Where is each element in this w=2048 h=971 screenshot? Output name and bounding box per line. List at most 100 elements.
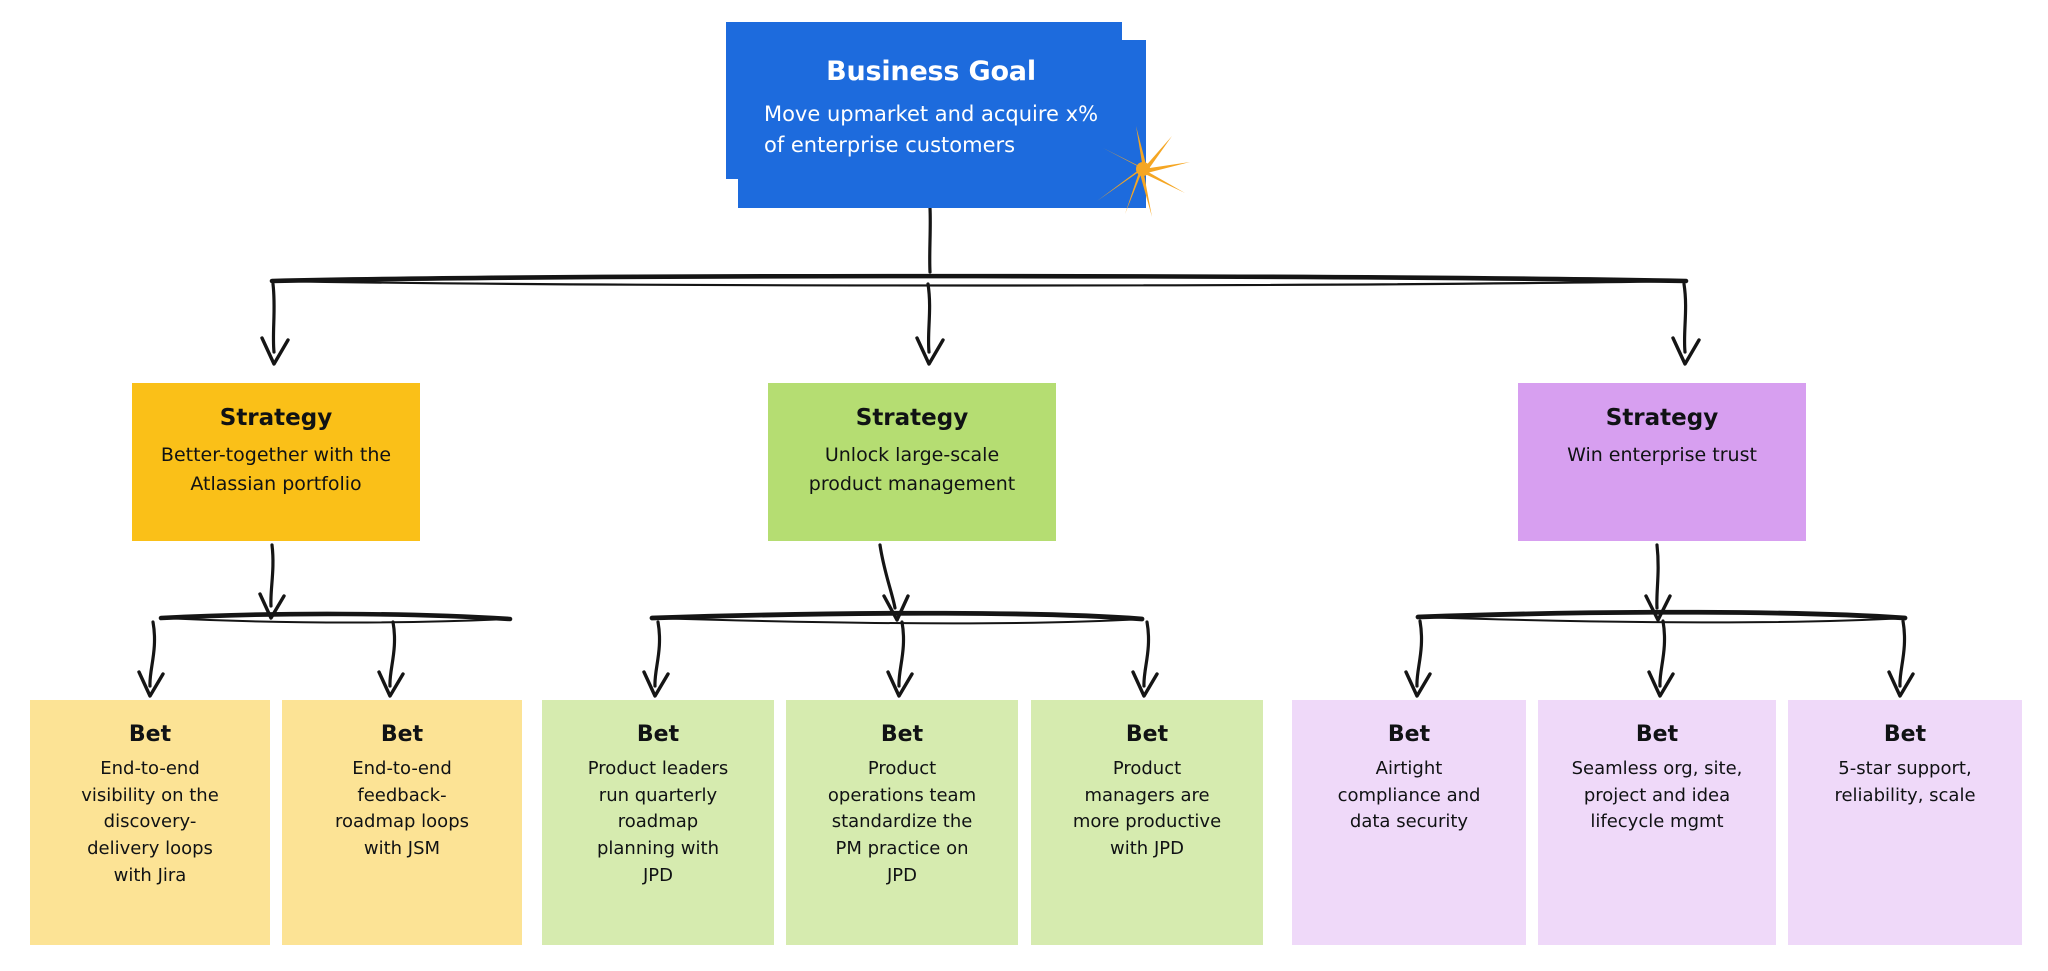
bet-card-4-description-line-3: standardize the (831, 811, 973, 833)
bet-card-4-description-line-5: JPD (886, 864, 918, 886)
bet-card-2-description-line-1: End-to-end (352, 758, 452, 779)
arrowhead-bet-2 (377, 670, 405, 698)
bet-card-8[interactable]: Bet 5-star support, reliability, scale (1788, 700, 2022, 945)
bet-card-3-description-line-3: roadmap (617, 811, 699, 833)
bet-card-1-title: Bet (128, 722, 172, 747)
arrowhead-strategy-1-stem (258, 592, 286, 620)
connector-to-bet-1 (148, 620, 157, 688)
bet-card-8-title: Bet (1883, 722, 1927, 747)
business-goal-description-line-1: Move upmarket and acquire x% (763, 102, 1099, 127)
strategy-card-2-description-line-1: Unlock large-scale (824, 444, 1000, 466)
connector-strategy-1-stem (269, 543, 275, 608)
connector-to-bet-7 (1658, 619, 1667, 688)
bet-card-8-description-line-1: 5-star support, (1838, 758, 1972, 779)
connector-trunk-level1-b (270, 279, 1688, 287)
arrowhead-bet-3 (642, 670, 670, 698)
connector-trunk-group-1 (158, 611, 513, 622)
bet-card-4-description-line-4: PM practice on (835, 837, 969, 859)
strategy-card-1-title: Strategy (219, 405, 333, 431)
business-goal-description: Move upmarket and acquire x% of enterpri… (764, 99, 1098, 160)
bet-card-5-description: Product managers are more productive with J… (1073, 756, 1221, 863)
strategy-card-1-description-line-1: Better-together with the (160, 444, 392, 466)
arrowhead-bet-1 (137, 670, 165, 698)
connector-to-bet-8 (1898, 619, 1907, 688)
bet-card-6-description-line-1: Airtight (1375, 758, 1443, 779)
bet-card-2-description-line-4: with JSM (363, 837, 441, 859)
bet-card-4-description-line-2: operations team (827, 784, 977, 806)
strategy-card-2-description-line-2: product management (808, 472, 1016, 495)
bet-card-3-description-line-1: Product leaders (587, 758, 729, 779)
business-goal-card[interactable]: Business Goal Move upmarket and acquire … (726, 22, 1146, 208)
connector-to-bet-5 (1142, 620, 1151, 688)
strategy-card-1[interactable]: Strategy Better-together with the Atlass… (132, 383, 420, 541)
business-goal-title: Business Goal (826, 56, 1036, 88)
arrowhead-strategy-1 (260, 336, 290, 366)
strategy-card-3-description: Win enterprise trust (1567, 441, 1757, 470)
bet-card-5-title: Bet (1125, 722, 1169, 747)
strategy-card-3-description-line-1: Win enterprise trust (1567, 444, 1757, 466)
bet-card-3-title: Bet (636, 722, 680, 747)
arrowhead-strategy-3-stem (1644, 594, 1672, 622)
connector-to-bet-2 (388, 620, 397, 688)
connector-to-bet-6 (1415, 619, 1424, 688)
connector-goal-stem (928, 206, 932, 274)
bet-card-1-description: End-to-end visibility on the discovery-del… (81, 756, 219, 889)
bet-card-6-title: Bet (1387, 722, 1431, 747)
strategy-card-2[interactable]: Strategy Unlock large-scale product mana… (768, 383, 1056, 541)
business-goal-content: Business Goal Move upmarket and acquire … (726, 22, 1136, 194)
bet-card-5-description-line-1: Product (1112, 758, 1182, 779)
bet-card-2-description-line-2: feedback- (357, 784, 447, 806)
bet-card-8-description: 5-star support, reliability, scale (1834, 756, 1975, 809)
connector-trunk-group-1-b (160, 617, 511, 624)
bet-card-7-description-line-3: lifecycle mgmt (1590, 811, 1724, 833)
connector-strategy-3-stem (1655, 543, 1660, 610)
bet-card-3[interactable]: Bet Product leaders run quarterly roadmap p… (542, 700, 774, 945)
bet-card-7-description-line-2: project and idea (1583, 784, 1731, 806)
strategy-card-3[interactable]: Strategy Win enterprise trust (1518, 383, 1806, 541)
strategy-card-1-description: Better-together with the Atlassian portf… (161, 441, 391, 498)
connector-to-strategy-3 (1682, 282, 1688, 354)
bet-card-2-title: Bet (380, 722, 424, 747)
sparkle-star-icon (1097, 126, 1190, 217)
bet-card-1-description-line-1: End-to-end (100, 758, 200, 779)
connector-to-bet-4 (897, 620, 906, 688)
arrowhead-bet-4 (886, 670, 914, 698)
bet-card-4-title: Bet (880, 722, 924, 747)
bet-card-1-description-line-2: visibility on the (81, 784, 219, 806)
bet-card-3-description-line-2: run quarterly (598, 784, 718, 806)
bet-card-2-description-line-3: roadmap loops (334, 811, 469, 833)
bet-card-5[interactable]: Bet Product managers are more productive wi… (1031, 700, 1263, 945)
bet-card-8-description-line-2: reliability, scale (1834, 784, 1976, 806)
bet-card-1-description-line-5: with Jira (113, 864, 187, 886)
bet-card-3-description: Product leaders run quarterly roadmap plann… (588, 756, 728, 889)
connector-trunk-group-2 (649, 610, 1145, 622)
bet-card-6-description-line-2: compliance and (1337, 784, 1481, 806)
bet-card-3-description-line-4: planning with (596, 837, 719, 859)
bet-card-1-description-line-4: delivery loops (87, 837, 213, 859)
bet-card-1-description-line-3: discovery- (103, 811, 197, 833)
connector-to-strategy-1 (271, 282, 276, 354)
bet-card-1[interactable]: Bet End-to-end visibility on the discovery… (30, 700, 270, 945)
arrowhead-bet-5 (1131, 670, 1159, 698)
bet-card-5-description-line-2: managers are (1084, 784, 1210, 806)
business-goal-card-front-shape (726, 22, 1122, 179)
connector-trunk-group-3-b (1417, 616, 1906, 624)
connector-trunk-group-2-b (651, 617, 1143, 625)
connector-strategy-2-stem (878, 543, 897, 610)
bet-card-2-description: End-to-end feedback-roadmap loops with JSM (335, 756, 469, 863)
arrowhead-strategy-3 (1671, 336, 1701, 366)
connector-trunk-level1 (269, 273, 1689, 284)
bet-card-2[interactable]: Bet End-to-end feedback-roadmap loops with… (282, 700, 522, 945)
strategy-card-2-title: Strategy (855, 405, 969, 431)
bet-card-5-description-line-3: more productive (1072, 811, 1222, 833)
connector-trunk-group-3 (1415, 609, 1908, 621)
bet-card-5-description-line-4: with JPD (1110, 837, 1184, 859)
connector-to-bet-3 (653, 620, 662, 688)
